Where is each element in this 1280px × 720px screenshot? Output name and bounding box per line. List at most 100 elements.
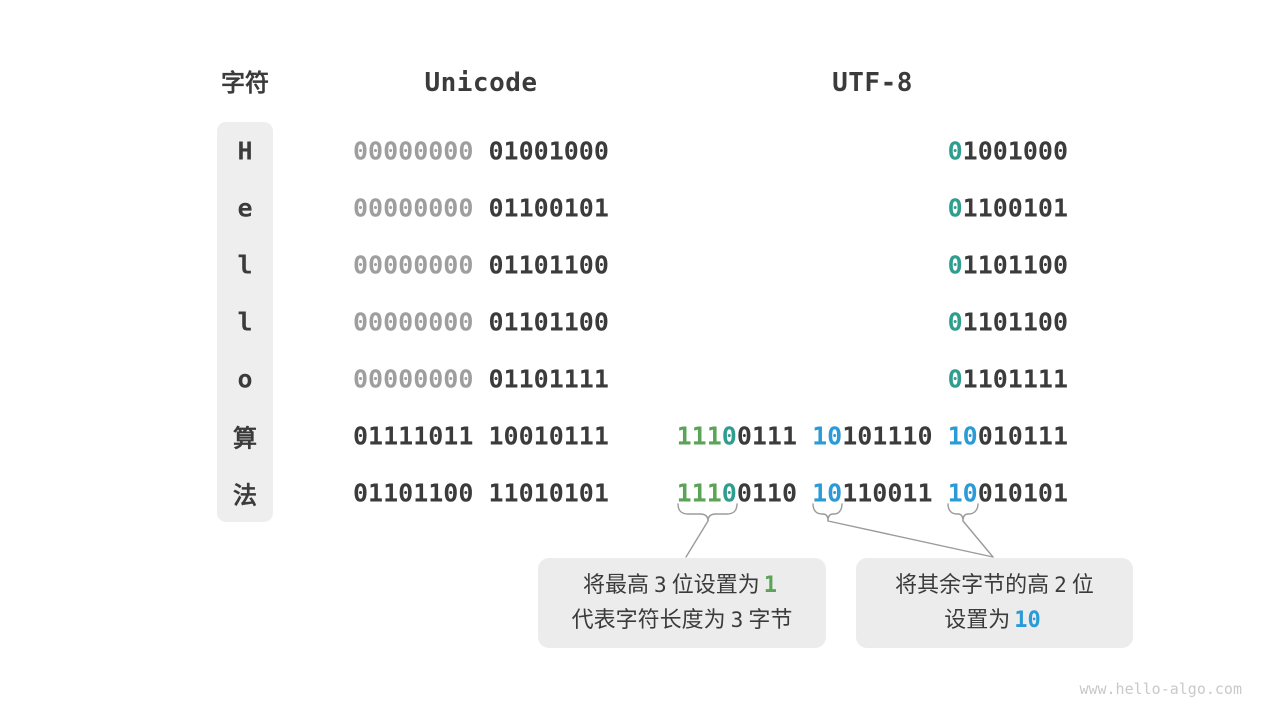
text-segment: 01111011 — [353, 421, 474, 451]
text-segment: 10 — [1014, 608, 1041, 633]
character-cell: l — [237, 307, 253, 337]
column-header-utf8: UTF-8 — [832, 68, 913, 98]
text-segment: 00000000 — [353, 193, 474, 223]
byte-separator — [933, 422, 948, 451]
text-segment: 字节 — [748, 608, 793, 633]
text-segment: 01101111 — [488, 364, 609, 394]
text-segment: 1101100 — [962, 250, 1068, 280]
byte-separator — [473, 365, 488, 394]
unicode-bits-cell: 00000000 01101111 — [353, 367, 609, 392]
column-header-unicode: Unicode — [424, 68, 538, 98]
unicode-bits-cell: 00000000 01100101 — [353, 195, 609, 220]
text-segment: 0 — [947, 307, 963, 337]
connector-line-leading — [685, 520, 709, 558]
text-segment: 位设置为 — [671, 573, 760, 598]
text-segment: 00000000 — [353, 364, 474, 394]
text-segment: 代表字符长度为 — [571, 608, 726, 633]
utf8-bits-cell: 01101100 — [948, 252, 1068, 277]
text-segment: 01001000 — [488, 136, 609, 166]
byte-separator — [473, 136, 488, 165]
text-segment: 00000000 — [353, 136, 474, 166]
character-column-background — [217, 122, 273, 522]
text-segment: 01101100 — [488, 307, 609, 337]
text-segment: 0 — [721, 478, 737, 508]
text-segment: 01100101 — [488, 193, 609, 223]
byte-separator — [473, 307, 488, 336]
byte-separator — [473, 193, 488, 222]
text-segment: 位 — [1071, 573, 1094, 598]
text-segment: 10010111 — [488, 421, 609, 451]
text-segment: 设置为 — [944, 608, 1011, 633]
text-segment: 0 — [721, 421, 737, 451]
unicode-bits-cell: 00000000 01101100 — [353, 252, 609, 277]
text-segment: 1001000 — [962, 136, 1068, 166]
byte-separator — [473, 422, 488, 451]
text-segment: 010101 — [977, 478, 1068, 508]
connector-line-continuation-2 — [962, 520, 994, 558]
byte-separator — [473, 479, 488, 508]
text-segment: 00000000 — [353, 307, 474, 337]
unicode-bits-cell: 01101100 11010101 — [353, 481, 609, 506]
text-segment: 0110 — [736, 478, 798, 508]
connector-line-continuation-1 — [827, 520, 994, 558]
text-segment: 00000000 — [353, 250, 474, 280]
text-segment: 01101100 — [488, 250, 609, 280]
byte-separator — [933, 479, 948, 508]
byte-separator — [473, 250, 488, 279]
utf8-bits-cell: 11100110 10110011 10010101 — [677, 481, 1068, 506]
character-cell: 法 — [233, 481, 257, 510]
text-segment: 1101111 — [962, 364, 1068, 394]
watermark: www.hello-algo.com — [1079, 680, 1242, 698]
utf8-bits-cell: 01100101 — [948, 195, 1068, 220]
character-cell: H — [237, 136, 253, 166]
text-segment: 将其余字节的高 — [895, 573, 1050, 598]
text-segment: 010111 — [977, 421, 1068, 451]
text-segment: 0 — [947, 193, 963, 223]
text-segment: 10 — [947, 478, 978, 508]
text-segment: 101110 — [842, 421, 933, 451]
character-cell: l — [237, 250, 253, 280]
text-segment: 110011 — [842, 478, 933, 508]
unicode-bits-cell: 00000000 01101100 — [353, 309, 609, 334]
text-segment: 0111 — [736, 421, 798, 451]
character-cell: e — [237, 193, 253, 223]
text-segment: 10 — [812, 421, 843, 451]
unicode-bits-cell: 01111011 10010111 — [353, 424, 609, 449]
character-cell: o — [237, 364, 253, 394]
text-segment: 111 — [676, 478, 722, 508]
text-segment: 3 — [654, 573, 667, 597]
utf8-bits-cell: 11100111 10101110 10010111 — [677, 424, 1068, 449]
text-segment: 1100101 — [962, 193, 1068, 223]
text-segment: 1101100 — [962, 307, 1068, 337]
utf8-bits-cell: 01001000 — [948, 138, 1068, 163]
utf8-bits-cell: 01101111 — [948, 367, 1068, 392]
text-segment: 111 — [676, 421, 722, 451]
text-segment: 0 — [947, 250, 963, 280]
text-segment: 01101100 — [353, 478, 474, 508]
text-segment: 10 — [947, 421, 978, 451]
text-segment: 0 — [947, 136, 963, 166]
text-segment: 将最高 — [583, 573, 650, 598]
utf8-bits-cell: 01101100 — [948, 309, 1068, 334]
text-segment: 1 — [763, 573, 777, 598]
character-cell: 算 — [233, 424, 257, 453]
text-segment: 10 — [812, 478, 843, 508]
text-segment: 11010101 — [488, 478, 609, 508]
text-segment: 0 — [947, 364, 963, 394]
text-segment: 3 — [730, 608, 744, 632]
unicode-bits-cell: 00000000 01001000 — [353, 138, 609, 163]
column-header-character: 字符 — [221, 69, 269, 97]
byte-separator — [797, 479, 812, 508]
